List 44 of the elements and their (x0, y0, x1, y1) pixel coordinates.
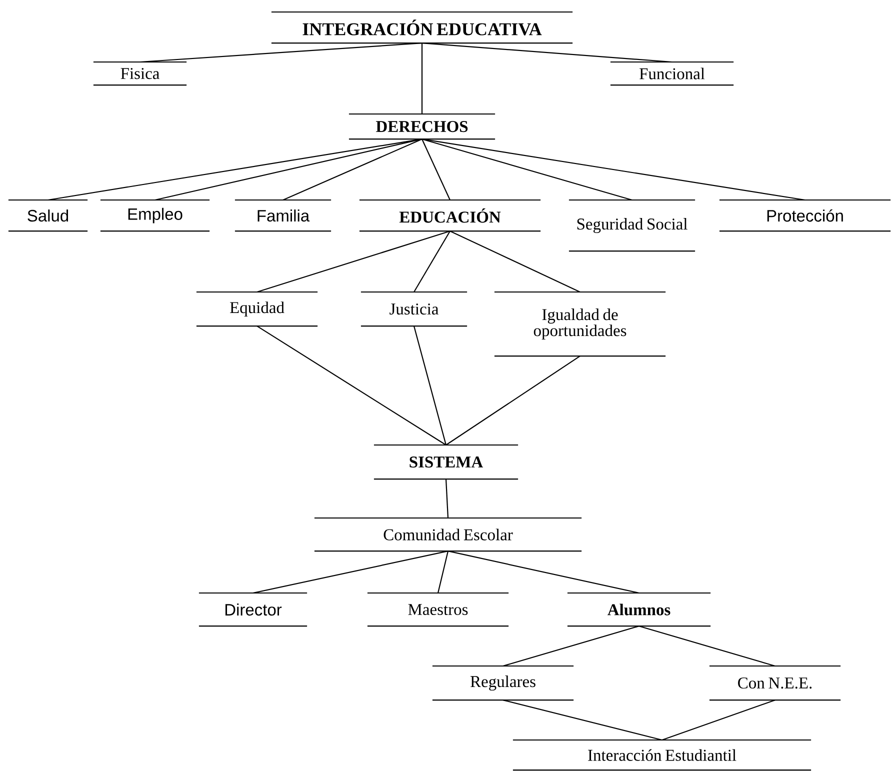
ruled-label: Salud (8, 199, 88, 232)
connector-line (422, 138, 632, 201)
connector-line (282, 138, 422, 200)
connector-line (448, 550, 640, 594)
ruled-label: Seguridad Social (568, 199, 696, 252)
connector-line (445, 479, 449, 518)
connector-line (446, 356, 580, 446)
ruled-label: INTEGRACIÓN EDUCATIVA (271, 11, 573, 44)
ruled-label: Interacción Estudiantil (512, 739, 812, 771)
ruled-label: Alumnos (567, 592, 711, 627)
connector-line (413, 326, 447, 446)
connector-line (48, 138, 422, 201)
ruled-label: SISTEMA (374, 444, 518, 480)
connector-line (662, 700, 776, 741)
connector-line (422, 138, 450, 200)
ruled-label: Justicia (360, 291, 468, 327)
ruled-label: Fisica (93, 61, 187, 86)
ruled-label: Director (198, 592, 308, 627)
connector-line (422, 138, 806, 201)
connector-line (638, 626, 776, 667)
ruled-label: Protección (719, 199, 891, 232)
connector-line (502, 626, 640, 667)
ruled-label: Regulares (432, 665, 574, 701)
connector-line (414, 230, 450, 292)
connector-line (450, 230, 580, 292)
connector-line (256, 326, 446, 446)
ruled-label: Equidad (196, 291, 318, 327)
connector-line (502, 700, 662, 741)
ruled-label: Igualdad de oportunidades (494, 291, 666, 357)
connector-line (437, 550, 449, 594)
ruled-label: Maestros (367, 592, 509, 627)
ruled-label: Funcional (610, 61, 734, 86)
connector-line (154, 138, 422, 201)
connector-line (421, 43, 423, 114)
ruled-label: DERECHOS (348, 113, 496, 140)
ruled-label: EDUCACIÓN (359, 199, 541, 232)
ruled-label: Con N.E.E. (709, 665, 841, 701)
ruled-label: Comunidad Escolar (314, 517, 582, 552)
ruled-label: Empleo (100, 199, 210, 232)
connector-line (140, 42, 422, 63)
connector-line (422, 42, 672, 63)
connector-line (252, 550, 448, 594)
ruled-label: Familia (234, 199, 332, 232)
connector-line (256, 230, 450, 293)
